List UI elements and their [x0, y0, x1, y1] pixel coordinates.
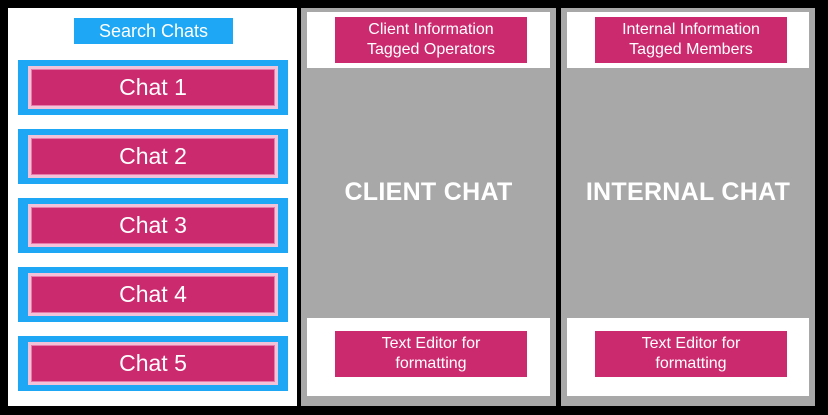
chat-item-label: Chat 3: [28, 204, 278, 247]
chat-list-item-2[interactable]: Chat 2: [18, 129, 288, 184]
internal-chat-panel: Internal Information Tagged Members INTE…: [561, 8, 815, 406]
client-text-editor[interactable]: Text Editor for formatting: [335, 331, 527, 377]
client-chat-title: CLIENT CHAT: [344, 178, 513, 206]
client-info-label: Client Information: [368, 21, 494, 38]
client-editor-area: Text Editor for formatting: [307, 318, 550, 396]
editor-label-line1: Text Editor for: [641, 335, 741, 352]
client-chat-panel: Client Information Tagged Operators CLIE…: [301, 8, 556, 406]
internal-info-header: Internal Information Tagged Members: [567, 12, 809, 68]
chat-list-item-5[interactable]: Chat 5: [18, 336, 288, 391]
chat-item-label: Chat 2: [28, 135, 278, 178]
editor-label-line2: formatting: [655, 355, 727, 372]
chat-item-label: Chat 1: [28, 66, 278, 109]
tagged-operators-label: Tagged Operators: [366, 41, 496, 58]
chat-list-item-1[interactable]: Chat 1: [18, 60, 288, 115]
chat-item-label: Chat 5: [28, 342, 278, 385]
editor-label-line1: Text Editor for: [381, 335, 481, 352]
client-info-header: Client Information Tagged Operators: [307, 12, 550, 68]
chat-list-item-4[interactable]: Chat 4: [18, 267, 288, 322]
internal-editor-area: Text Editor for formatting: [567, 318, 809, 396]
chat-list-item-3[interactable]: Chat 3: [18, 198, 288, 253]
client-info-button[interactable]: Client Information Tagged Operators: [335, 17, 527, 63]
internal-text-editor[interactable]: Text Editor for formatting: [595, 331, 787, 377]
internal-chat-title: INTERNAL CHAT: [585, 178, 791, 206]
search-chats-button[interactable]: Search Chats: [74, 18, 233, 44]
internal-info-label: Internal Information: [622, 21, 760, 38]
tagged-members-label: Tagged Members: [629, 41, 753, 58]
chat-list-panel: Search Chats Chat 1 Chat 2 Chat 3 Chat 4…: [8, 8, 297, 406]
chat-item-label: Chat 4: [28, 273, 278, 316]
internal-info-button[interactable]: Internal Information Tagged Members: [595, 17, 787, 63]
editor-label-line2: formatting: [395, 355, 467, 372]
